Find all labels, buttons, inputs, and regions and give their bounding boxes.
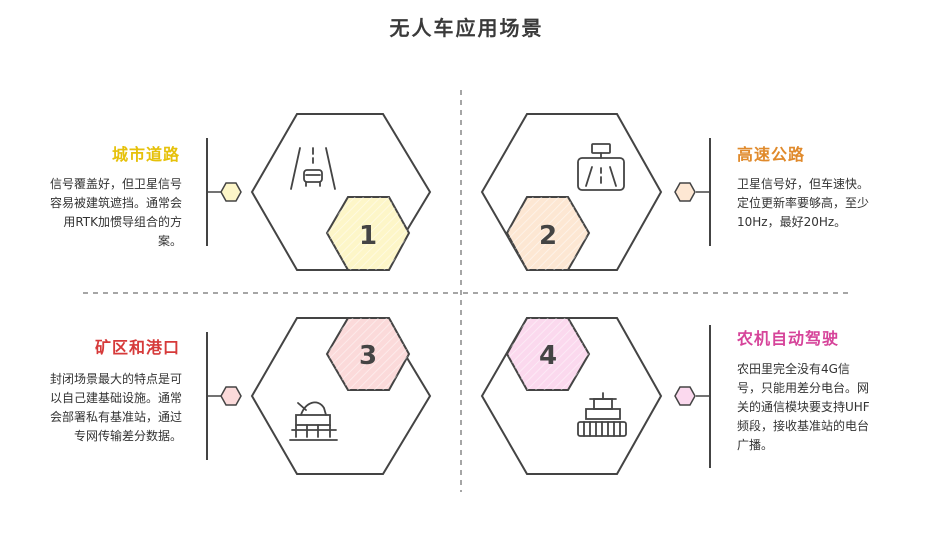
scenario-1-title: 城市道路 <box>111 145 180 164</box>
mining-machine-icon <box>289 401 338 441</box>
small-hexagon-4 <box>674 386 696 406</box>
highway-sign-icon <box>577 143 625 191</box>
number-hexagon-1: 1 <box>325 196 411 271</box>
svg-text:4: 4 <box>539 341 557 371</box>
scenario-1-description: 信号覆盖好，但卫星信号容易被建筑遮挡。通常会用RTK加惯导组合的方案。 <box>49 177 182 248</box>
number-hexagon-4: 4 <box>505 317 591 391</box>
svg-text:1: 1 <box>359 221 377 251</box>
scenario-2-title: 高速公路 <box>737 145 806 164</box>
road-car-icon <box>290 147 336 190</box>
small-hexagon-2 <box>674 182 696 202</box>
hexagon-4 <box>480 317 663 475</box>
scenario-4-title: 农机自动驾驶 <box>737 329 840 348</box>
number-hexagon-3: 3 <box>325 317 411 391</box>
scenario-4-description: 农田里完全没有4G信号，只能用差分电台。网关的通信模块要支持UHF频段，接收基准… <box>737 362 870 452</box>
scenario-2-description: 卫星信号好，但车速快。定位更新率要够高，至少10Hz，最好20Hz。 <box>737 177 870 229</box>
svg-text:3: 3 <box>359 341 377 371</box>
hexagon-2 <box>480 113 663 271</box>
scenario-3-title: 矿区和港口 <box>94 338 180 357</box>
page-title: 无人车应用场景 <box>389 16 544 40</box>
harvester-icon <box>577 392 627 437</box>
svg-text:2: 2 <box>539 221 557 251</box>
small-hexagon-1 <box>220 182 242 202</box>
number-hexagon-2: 2 <box>505 196 591 271</box>
small-hexagon-3 <box>220 386 242 406</box>
scenario-3-description: 封闭场景最大的特点是可以自己建基础设施。通常会部署私有基准站，通过专网传输差分数… <box>49 372 182 443</box>
